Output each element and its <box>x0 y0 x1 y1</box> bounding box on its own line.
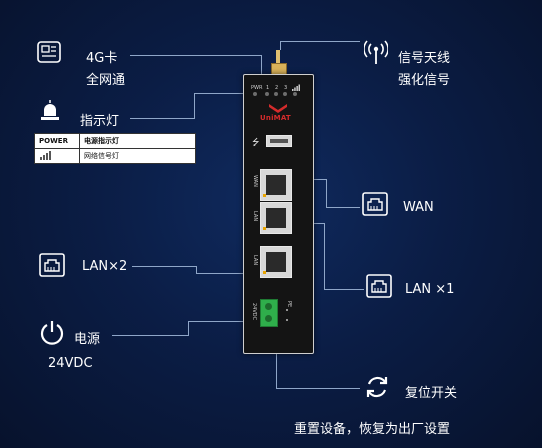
lan-port-label-b: LAN <box>252 255 258 266</box>
sim-label-line1: 4G卡 <box>86 51 118 66</box>
wan-leader-drop <box>326 179 327 207</box>
lan1-leader-drop <box>324 223 325 289</box>
usb-port[interactable] <box>266 135 292 147</box>
legend-value-signal: 网络信号灯 <box>79 148 196 164</box>
sim-leader-line <box>130 55 261 56</box>
legend-value-power: 电源指示灯 <box>79 133 196 149</box>
pe-label: PE <box>286 301 292 308</box>
unimat-logo-icon <box>269 104 287 113</box>
led-label-3: 3 <box>284 85 288 91</box>
wan-label: WAN <box>403 200 434 215</box>
led-pwr <box>253 92 257 96</box>
usb-icon: ⭍ <box>252 138 260 148</box>
indicator-leader-top <box>194 93 252 94</box>
lan1-leader-end <box>324 289 364 290</box>
power-icon <box>39 320 65 350</box>
led-label-1: 1 <box>266 85 270 91</box>
brand-name: UniMAT <box>260 114 291 122</box>
legend-key-power: POWER <box>34 133 80 149</box>
signal-bars-icon <box>292 84 300 91</box>
sim-leader-drop <box>261 55 262 75</box>
sim-label-line2: 全网通 <box>86 73 126 88</box>
led-1 <box>265 92 269 96</box>
legend-row: 网络信号灯 <box>34 148 196 164</box>
led-label-pwr: PWR <box>251 85 263 91</box>
lan-port-label-a: LAN <box>252 211 258 222</box>
router-device: PWR 1 2 3 UniMAT ⭍ WAN LAN LAN 24VDC <box>243 74 314 354</box>
power-voltage-label: 24VDC <box>48 356 93 371</box>
legend-row: POWER 电源指示灯 <box>34 133 196 149</box>
antenna-label-line1: 信号天线 <box>398 51 451 66</box>
indicator-legend-table: POWER 电源指示灯 网络信号灯 <box>34 133 196 164</box>
lan2-leader-drop <box>196 266 197 273</box>
reset-leader-end <box>276 388 360 389</box>
antenna-rod <box>276 50 280 64</box>
lan1-label: LAN ×1 <box>405 282 455 297</box>
power-leader-line <box>112 335 188 336</box>
reset-label: 复位开关 <box>405 386 458 401</box>
indicator-label: 指示灯 <box>80 114 120 129</box>
reset-leader-drop <box>276 352 277 388</box>
indicator-leader-line <box>130 118 194 119</box>
lan2-leader-line <box>132 266 196 267</box>
lan-port-a[interactable] <box>260 202 292 234</box>
antenna-leader-drop <box>280 41 281 50</box>
wan-leader-end <box>326 207 360 208</box>
antenna-signal-icon <box>363 39 389 69</box>
ethernet-port-icon <box>362 192 388 220</box>
ethernet-port-icon <box>39 253 65 281</box>
pe-dot <box>286 319 288 321</box>
lan2-leader-end <box>196 273 262 274</box>
signal-bars-icon <box>40 151 51 160</box>
antenna-leader-line <box>280 41 360 42</box>
wan-port[interactable] <box>260 169 292 201</box>
sim-card-icon <box>37 41 61 67</box>
legend-key-signal <box>34 148 80 164</box>
pe-dot <box>286 309 288 311</box>
reset-description: 重置设备，恢复为出厂设置 <box>294 422 451 437</box>
antenna-label-line2: 强化信号 <box>398 73 451 88</box>
power-terminal[interactable] <box>260 299 278 327</box>
power-leader-rise <box>188 321 189 336</box>
lan-port-b[interactable] <box>260 246 292 278</box>
wan-port-label: WAN <box>252 175 258 187</box>
lan2-label: LAN×2 <box>82 259 128 274</box>
reset-icon <box>364 374 390 404</box>
led-label-2: 2 <box>275 85 279 91</box>
power-label: 电源 <box>74 332 101 347</box>
led-signal <box>293 92 297 96</box>
ethernet-port-icon <box>366 274 392 302</box>
power-port-label: 24VDC <box>251 303 257 321</box>
indicator-leader-rise <box>194 93 195 119</box>
led-3 <box>283 92 287 96</box>
led-2 <box>274 92 278 96</box>
indicator-light-icon <box>40 100 60 128</box>
power-leader-end <box>188 321 262 322</box>
